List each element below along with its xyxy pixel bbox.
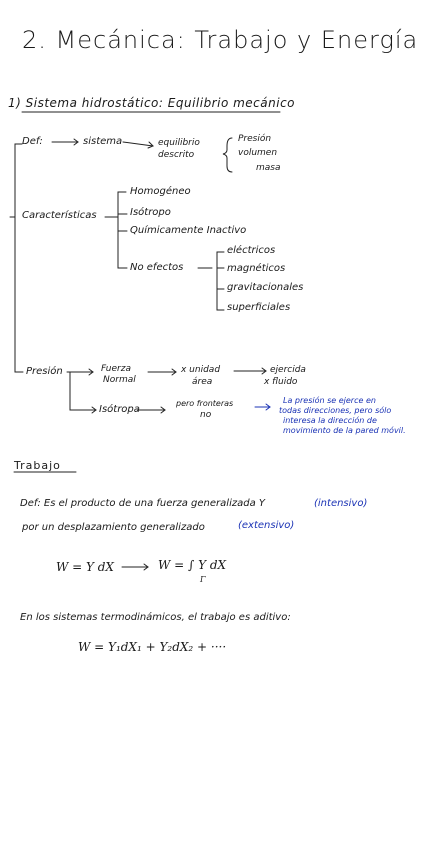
nota-azul-4: movimiento de la pared móvil.: [283, 426, 406, 435]
ejercida-fluido-2: x fluido: [264, 377, 298, 387]
presion-label: Presión: [26, 366, 63, 377]
nota-azul-2: todas direcciones, pero sólo: [279, 406, 392, 415]
unidad-area-1: x unidad: [181, 365, 221, 375]
ejercida-fluido-1: ejercida: [270, 365, 306, 375]
unidad-area-2: área: [192, 377, 213, 387]
var-volumen: volumen: [238, 148, 278, 158]
var-masa: masa: [256, 163, 281, 173]
isotropa-label: Isótropa: [99, 404, 140, 415]
trabajo-intensivo: (intensivo): [314, 498, 368, 509]
caracteristica-isotropo: Isótropo: [130, 207, 171, 218]
caracteristica-homogeneo: Homogéneo: [130, 186, 191, 197]
trabajo-heading: Trabajo: [14, 459, 61, 472]
def-equilibrio-1: equilibrio: [158, 138, 200, 148]
formula-integral: W = ∫ Y dX: [158, 558, 227, 572]
formula-diferencial: W = Y dX: [56, 560, 114, 574]
aditivo-text: En los sistemas termodinámicos, el traba…: [20, 612, 291, 623]
efecto-superficiales: superficiales: [227, 302, 291, 313]
var-presion: Presión: [238, 134, 272, 144]
efecto-magneticos: magnéticos: [227, 263, 286, 274]
fuerza-normal-2: Normal: [103, 375, 136, 385]
trabajo-def-1: Def: Es el producto de una fuerza genera…: [20, 498, 265, 509]
nota-azul-3: interesa la dirección de: [283, 416, 377, 425]
efecto-gravitacionales: gravitacionales: [227, 282, 304, 293]
section-heading: 1) Sistema hidrostático: Equilibrio mecá…: [8, 96, 296, 110]
nota-azul-1: La presión se ejerce en: [283, 396, 376, 405]
efecto-electricos: eléctricos: [227, 245, 276, 256]
fuerza-normal-1: Fuerza: [101, 364, 131, 374]
caracteristica-inactivo: Químicamente Inactivo: [130, 225, 247, 236]
caracteristica-no-efectos: No efectos: [130, 262, 184, 273]
def-sistema: sistema: [83, 136, 123, 147]
def-equilibrio-2: descrito: [158, 150, 195, 160]
trabajo-def-2: por un desplazamiento generalizado: [22, 522, 205, 533]
integral-subindice: Γ: [200, 575, 206, 584]
formula-suma: W = Y₁dX₁ + Y₂dX₂ + ····: [78, 640, 227, 654]
pero-fronteras-1: pero fronteras: [176, 399, 234, 408]
trabajo-extensivo: (extensivo): [238, 520, 295, 531]
pero-fronteras-2: no: [200, 410, 212, 420]
page-title: 2. Mecánica: Trabajo y Energía: [22, 26, 419, 54]
caracteristicas-label: Características: [22, 210, 97, 221]
def-label: Def:: [22, 136, 43, 147]
